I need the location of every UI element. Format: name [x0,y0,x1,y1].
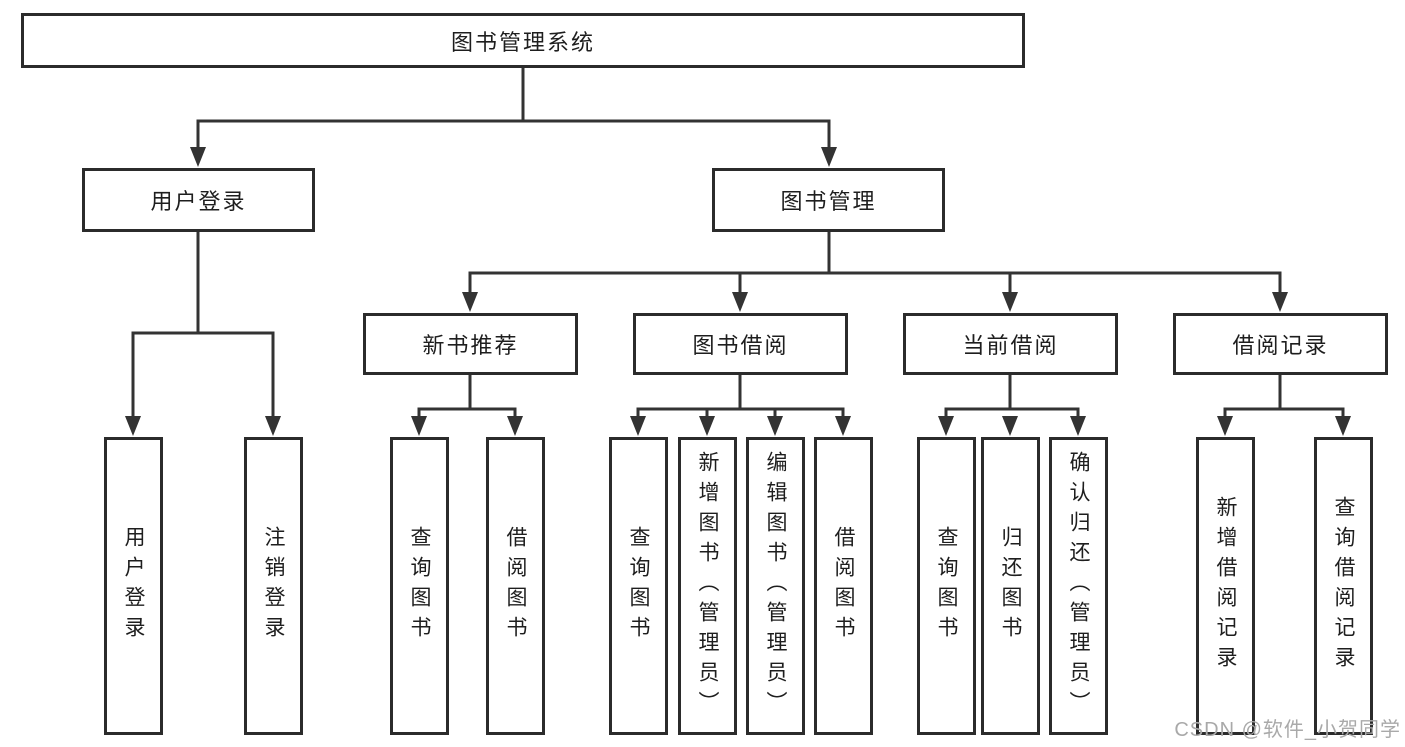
leaf-add-book-admin: 新增图书（管理员） [678,437,737,735]
node-book-management-label: 图书管理 [780,189,877,214]
node-book-borrowing: 图书借阅 [633,313,848,375]
leaf-query-books-recommend-label: 查询图书 [408,526,432,646]
leaf-borrow-books-label: 借阅图书 [832,526,856,646]
node-borrowing-records-label: 借阅记录 [1232,333,1329,358]
node-book-borrowing-label: 图书借阅 [692,333,789,358]
node-current-borrowing-label: 当前借阅 [962,333,1059,358]
leaf-add-borrow-record: 新增借阅记录 [1196,437,1255,735]
node-new-book-recommend-label: 新书推荐 [422,333,519,358]
leaf-add-borrow-record-label: 新增借阅记录 [1214,496,1238,676]
leaf-edit-book-admin-label: 编辑图书（管理员） [764,451,788,721]
leaf-user-login: 用户登录 [104,437,163,735]
leaf-return-book: 归还图书 [981,437,1040,735]
leaf-add-book-admin-label: 新增图书（管理员） [696,451,720,721]
leaf-return-book-label: 归还图书 [999,526,1023,646]
leaf-user-login-label: 用户登录 [122,526,146,646]
node-user-login: 用户登录 [82,168,315,232]
csdn-watermark: CSDN @软件_小贺同学 [1174,719,1401,741]
node-user-login-label: 用户登录 [150,189,247,214]
leaf-query-books-borrow: 查询图书 [609,437,668,735]
leaf-query-books-recommend: 查询图书 [390,437,449,735]
leaf-logout: 注销登录 [244,437,303,735]
leaf-query-borrow-record: 查询借阅记录 [1314,437,1373,735]
leaf-query-books-current-label: 查询图书 [935,526,959,646]
node-new-book-recommend: 新书推荐 [363,313,578,375]
node-current-borrowing: 当前借阅 [903,313,1118,375]
leaf-confirm-return-admin: 确认归还（管理员） [1049,437,1108,735]
leaf-confirm-return-admin-label: 确认归还（管理员） [1067,451,1091,721]
node-root-label: 图书管理系统 [450,29,595,55]
leaf-query-borrow-record-label: 查询借阅记录 [1332,496,1356,676]
leaf-query-books-borrow-label: 查询图书 [627,526,651,646]
leaf-query-books-current: 查询图书 [917,437,976,735]
leaf-borrow-books-recommend-label: 借阅图书 [504,526,528,646]
leaf-logout-label: 注销登录 [262,526,286,646]
node-book-management: 图书管理 [712,168,945,232]
node-root: 图书管理系统 [21,13,1025,68]
leaf-borrow-books: 借阅图书 [814,437,873,735]
leaf-borrow-books-recommend: 借阅图书 [486,437,545,735]
leaf-edit-book-admin: 编辑图书（管理员） [746,437,805,735]
node-borrowing-records: 借阅记录 [1173,313,1388,375]
